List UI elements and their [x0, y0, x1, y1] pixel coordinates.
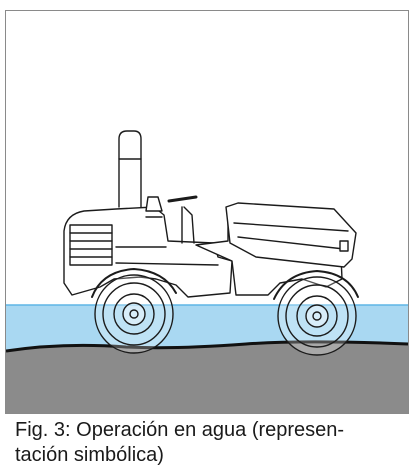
rear-fender [91, 268, 177, 298]
figure-frame [5, 10, 409, 414]
front-wheel [277, 276, 357, 356]
front-fender [273, 270, 359, 300]
rear-wheel [94, 274, 174, 354]
dump-skip [225, 202, 357, 268]
caption-line-1: Fig. 3: Operación en agua (represen- [15, 419, 345, 441]
headlight [339, 240, 349, 252]
figure-caption: Fig. 3: Operación en agua (represen- tac… [5, 414, 409, 476]
dumper-in-water-illustration [6, 130, 408, 413]
seat [145, 196, 163, 212]
site-dumper [63, 130, 359, 356]
caption-line-2: tación simbólica) [15, 444, 164, 466]
rollover-bar [118, 130, 142, 210]
steering-wheel [167, 195, 198, 203]
ground-area [6, 341, 408, 413]
ground-surface-line [6, 340, 408, 353]
